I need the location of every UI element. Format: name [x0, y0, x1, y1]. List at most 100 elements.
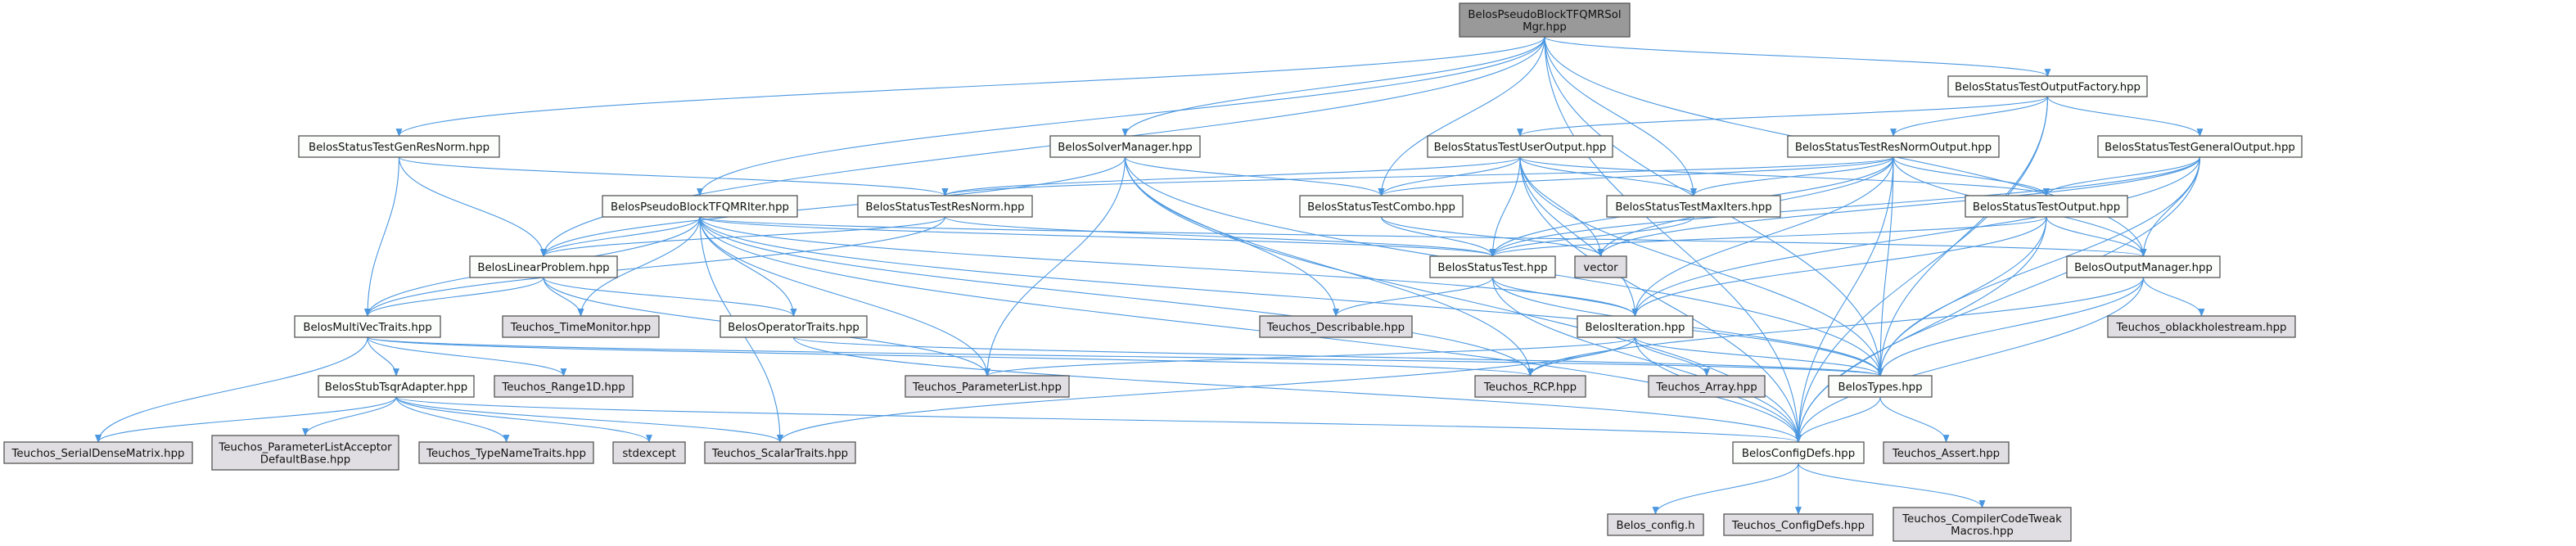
- node-label: BelosConfigDefs.hpp: [1742, 448, 1855, 460]
- node-box: [1474, 375, 1586, 398]
- edge-maxiters-to-statustest: [1489, 216, 1694, 257]
- edge-configdefs-to-tweak: [1798, 463, 1986, 508]
- edge-stoutput-to-outmgr: [2046, 216, 2147, 257]
- edge-root-to-tfqmriter: [697, 36, 1545, 196]
- node-label: BelosStatusTestUserOutput.hpp: [1434, 142, 1607, 154]
- node-paramlist: Teuchos_ParameterList.hpp: [905, 375, 1070, 398]
- node-configdefs[interactable]: BelosConfigDefs.hpp: [1732, 441, 1865, 464]
- node-label: DefaultBase.hpp: [260, 454, 351, 467]
- edge-mvtraits-to-sdm: [95, 336, 368, 443]
- edge-tfqmriter-to-configdefs: [699, 216, 1802, 443]
- edge-resnorm-to-linprob: [540, 216, 946, 257]
- node-solvermgr[interactable]: BelosSolverManager.hpp: [1049, 135, 1201, 158]
- node-stubtsqr[interactable]: BelosStubTsqrAdapter.hpp: [318, 375, 475, 398]
- node-label: Teuchos_TimeMonitor.hpp: [510, 322, 651, 334]
- edge-resnormoutput-to-stoutput: [1893, 156, 2050, 196]
- node-label: vector: [1583, 262, 1618, 274]
- edge-useroutput-to-types: [1519, 156, 1884, 377]
- node-outmgr[interactable]: BelosOutputManager.hpp: [2066, 255, 2221, 278]
- edge-outmgr-to-blackhole: [2142, 277, 2205, 317]
- node-stoutput[interactable]: BelosStatusTestOutput.hpp: [1965, 195, 2128, 218]
- node-box: [1883, 441, 2010, 464]
- node-scalar: Teuchos_ScalarTraits.hpp: [704, 441, 856, 464]
- node-box: [1828, 375, 1933, 398]
- node-rcp: Teuchos_RCP.hpp: [1474, 375, 1586, 398]
- edge-mvtraits-to-range1d: [367, 336, 567, 377]
- node-box: [1947, 75, 2148, 97]
- node-resnorm[interactable]: BelosStatusTestResNorm.hpp: [857, 195, 1033, 218]
- node-label: Teuchos_Describable.hpp: [1266, 322, 1405, 334]
- node-generaloutput[interactable]: BelosStatusTestGeneralOutput.hpp: [2097, 135, 2303, 158]
- edge-resnorm-to-statustest: [944, 216, 1496, 257]
- edge-linprob-to-optraits: [543, 277, 797, 317]
- edge-useroutput-to-maxiters: [1519, 156, 1697, 196]
- node-box: [2107, 315, 2296, 338]
- node-optraits[interactable]: BelosOperatorTraits.hpp: [720, 315, 868, 338]
- edge-combo-to-vector: [1380, 216, 1604, 257]
- node-genresnorm[interactable]: BelosStatusTestGenResNorm.hpp: [298, 135, 500, 158]
- node-mvtraits[interactable]: BelosMultiVecTraits.hpp: [294, 315, 441, 338]
- node-box: [720, 315, 868, 338]
- edge-outfactory-to-useroutput: [1517, 96, 2049, 137]
- edge-optraits-to-types: [792, 336, 1884, 377]
- node-useroutput[interactable]: BelosStatusTestUserOutput.hpp: [1427, 135, 1613, 158]
- node-outfactory[interactable]: BelosStatusTestOutputFactory.hpp: [1947, 75, 2148, 97]
- node-combo[interactable]: BelosStatusTestCombo.hpp: [1299, 195, 1464, 218]
- edge-combo-to-statustest: [1380, 216, 1496, 257]
- node-label: Teuchos_TypeNameTraits.hpp: [426, 448, 586, 460]
- edge-resnormoutput-to-configdefs: [1795, 156, 1894, 443]
- edge-outfactory-to-configdefs: [1795, 96, 2049, 443]
- edge-useroutput-to-statustest: [1489, 156, 1521, 257]
- edge-genresnorm-to-linprob: [398, 156, 547, 257]
- node-label: Teuchos_CompilerCodeTweak: [1902, 513, 2062, 526]
- node-array: Teuchos_Array.hpp: [1648, 375, 1766, 398]
- edge-solvermgr-to-rcp: [1124, 156, 1534, 377]
- node-box: [1965, 195, 2128, 218]
- node-box: [1607, 513, 1704, 536]
- node-box: [612, 441, 686, 464]
- node-box: [2066, 255, 2221, 278]
- edge-tfqmriter-to-linprob: [540, 216, 701, 257]
- edge-mvtraits-to-rcp: [367, 336, 1533, 377]
- edge-iteration-to-types: [1634, 336, 1884, 377]
- node-belosconfig: Belos_config.h: [1607, 513, 1704, 536]
- node-box: [294, 315, 441, 338]
- node-label: BelosStatusTest.hpp: [1437, 262, 1547, 274]
- node-timemon: Teuchos_TimeMonitor.hpp: [502, 315, 660, 338]
- node-iteration[interactable]: BelosIteration.hpp: [1577, 315, 1694, 338]
- node-statustest[interactable]: BelosStatusTest.hpp: [1429, 255, 1556, 278]
- node-box: [1577, 315, 1694, 338]
- edge-iteration-to-paramlist: [984, 336, 1636, 377]
- edge-outfactory-to-resnormoutput: [1890, 96, 2049, 137]
- node-label: BelosStatusTestCombo.hpp: [1307, 201, 1455, 214]
- node-sdm: Teuchos_SerialDenseMatrix.hpp: [3, 441, 193, 464]
- node-types[interactable]: BelosTypes.hpp: [1828, 375, 1933, 398]
- node-assert: Teuchos_Assert.hpp: [1883, 441, 2010, 464]
- edge-tfqmriter-to-paramlist: [699, 216, 990, 377]
- node-typename: Teuchos_TypeNameTraits.hpp: [418, 441, 594, 464]
- edge-root-to-configdefs: [1544, 36, 1802, 443]
- node-label: BelosStatusTestGeneralOutput.hpp: [2105, 142, 2295, 154]
- edge-tfqmriter-to-statustest: [699, 216, 1496, 257]
- edge-tfqmriter-to-timemon: [577, 216, 701, 317]
- node-box: [1427, 135, 1613, 158]
- node-box: [1648, 375, 1766, 398]
- node-label: Belos_config.h: [1616, 520, 1694, 532]
- edge-useroutput-to-stoutput: [1519, 156, 2050, 196]
- node-resnormoutput[interactable]: BelosStatusTestResNormOutput.hpp: [1787, 135, 2000, 158]
- node-box: [1429, 255, 1556, 278]
- node-label: stdexcept: [622, 448, 675, 460]
- edge-types-to-configdefs: [1795, 396, 1881, 443]
- node-tfqmriter[interactable]: BelosPseudoBlockTFQMRIter.hpp: [602, 195, 798, 218]
- node-label: BelosStatusTestResNorm.hpp: [865, 201, 1024, 214]
- node-box: [602, 195, 798, 218]
- node-label: Mgr.hpp: [1523, 21, 1567, 34]
- node-box: [857, 195, 1033, 218]
- node-maxiters[interactable]: BelosStatusTestMaxIters.hpp: [1606, 195, 1781, 218]
- edge-outmgr-to-configdefs: [1795, 277, 2145, 443]
- node-linprob[interactable]: BelosLinearProblem.hpp: [469, 255, 618, 278]
- edge-outmgr-to-types: [1877, 277, 2145, 377]
